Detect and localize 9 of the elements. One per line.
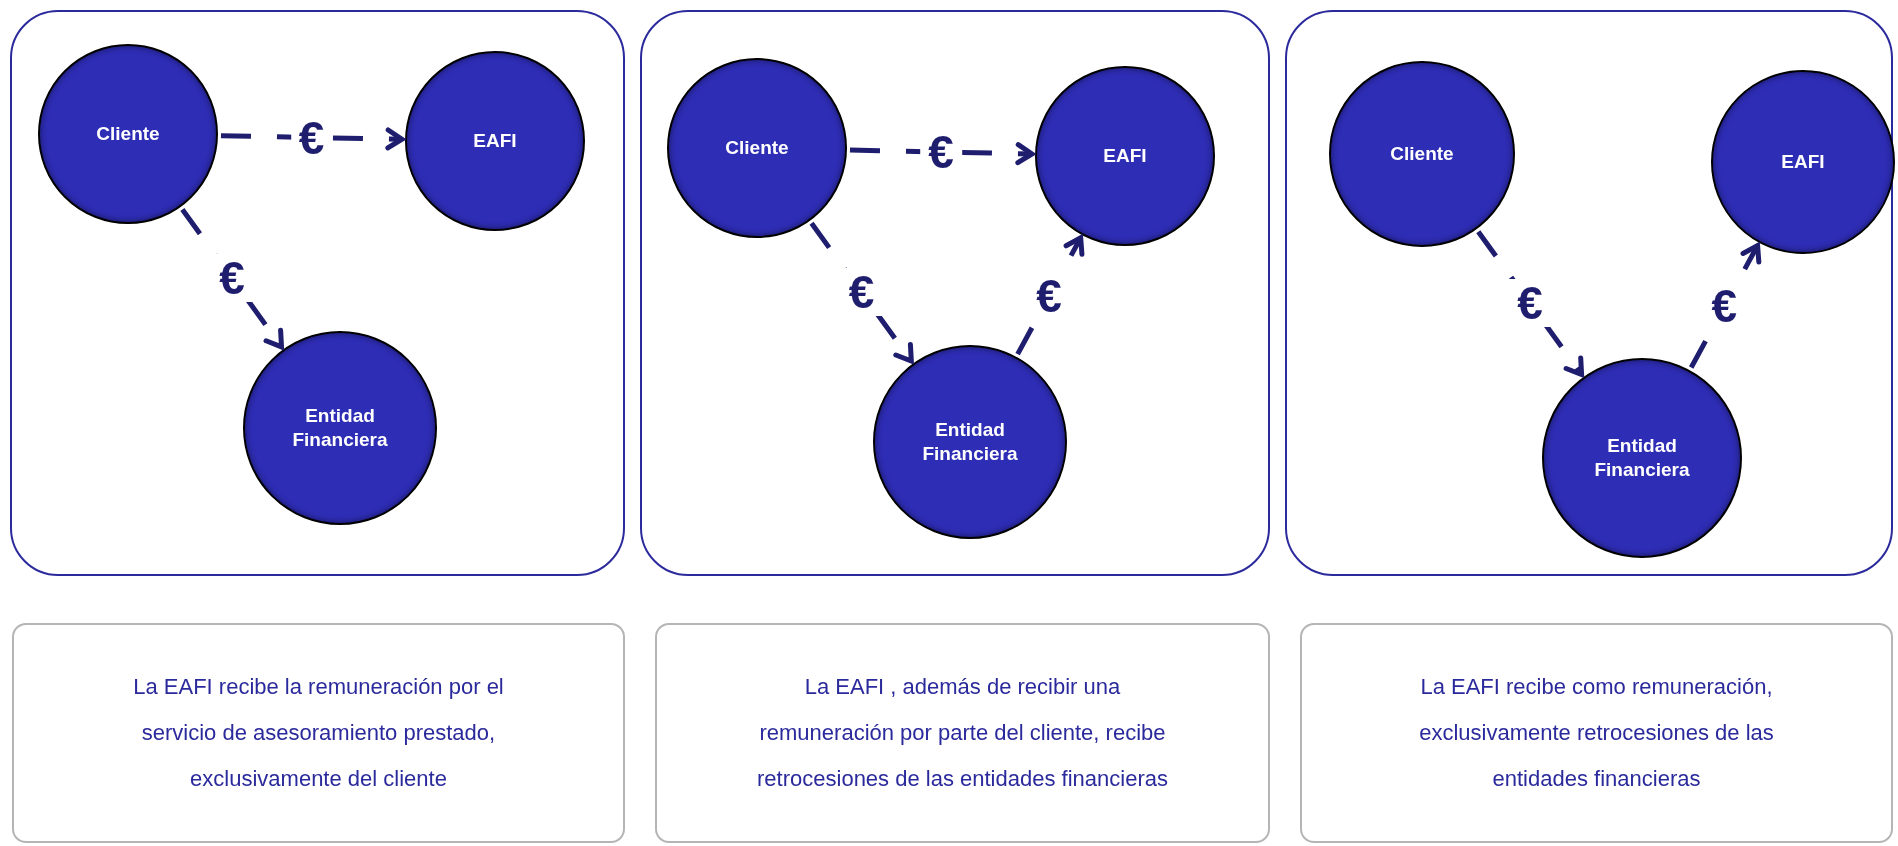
edge-label: € [840, 268, 883, 317]
panel-frame [1285, 10, 1893, 576]
panel-frame [10, 10, 625, 576]
edge-label: € [211, 254, 253, 303]
caption-box: La EAFI recibe la remuneración por el servicio de asesoramiento prestado, exclusivamente del cliente [12, 623, 625, 843]
panel-frame [640, 10, 1270, 576]
caption-box: La EAFI , además de recibir una remuneración por parte del cliente, recibe retrocesiones de las entidades financieras [655, 623, 1270, 843]
caption-box: La EAFI recibe como remuneración, exclusivamente retrocesiones de las entidades financieras [1300, 623, 1893, 843]
edge-label: € [1509, 279, 1551, 328]
